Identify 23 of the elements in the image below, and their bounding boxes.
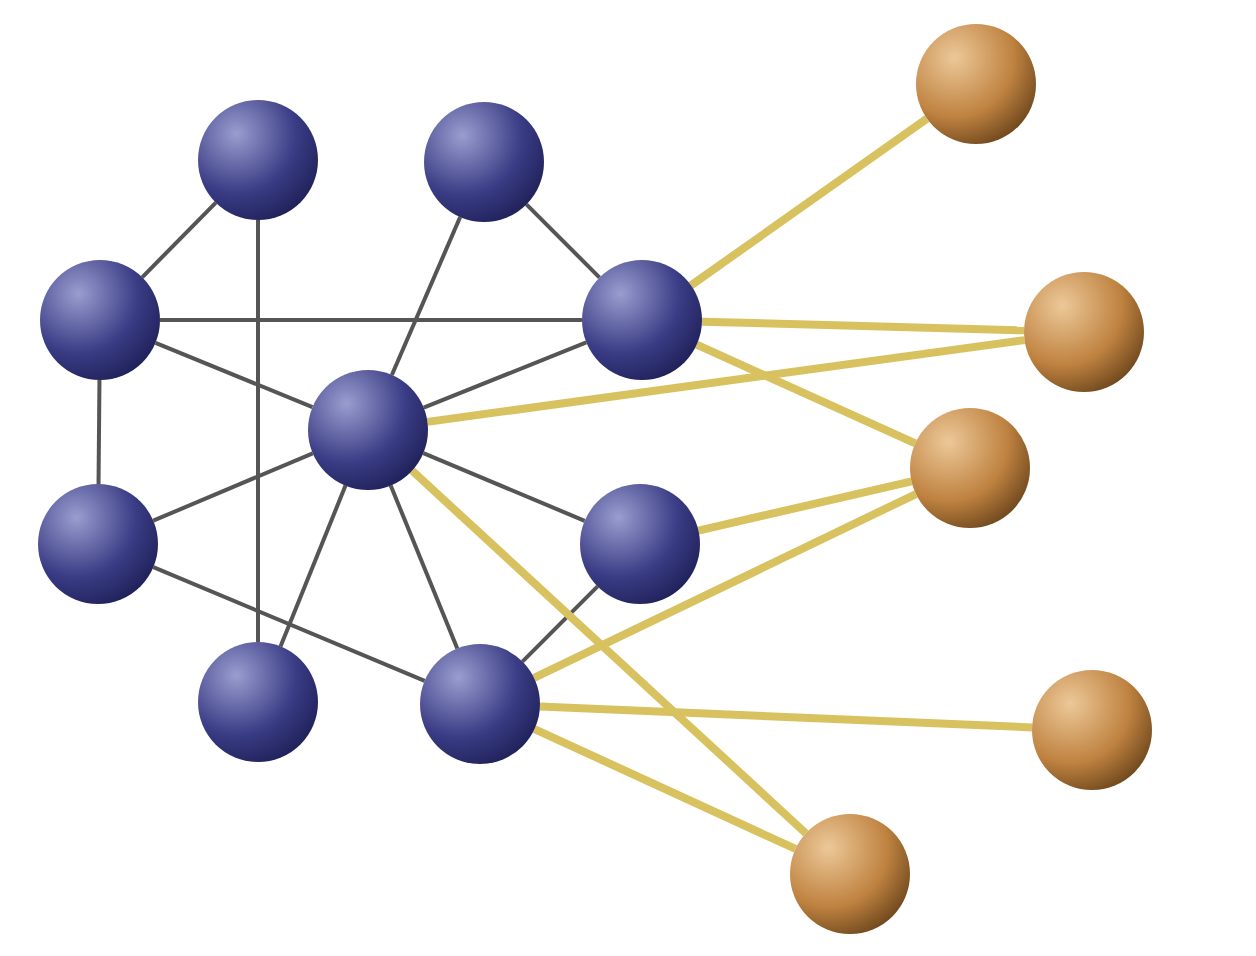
connector-line [532, 725, 798, 853]
connector-line [697, 477, 913, 535]
connector-line [532, 490, 918, 682]
connector-line [256, 220, 260, 642]
connector-line [701, 317, 1025, 335]
connector-line [539, 702, 1033, 732]
connector-line [388, 484, 460, 650]
connector-line [154, 340, 314, 410]
connector-line [152, 451, 314, 523]
connector-line [695, 341, 917, 447]
connector-line [688, 115, 930, 289]
connector-line [278, 484, 348, 648]
connector-line [152, 565, 426, 683]
connector-line [521, 585, 599, 663]
connector-line [422, 451, 586, 523]
connector-line [426, 336, 1026, 426]
connector-line [160, 318, 582, 322]
connector-line [525, 203, 601, 279]
connector-line [390, 216, 462, 376]
connector-line [96, 380, 102, 484]
connector-line [140, 201, 218, 279]
connector-line [422, 340, 588, 410]
connector-line [409, 467, 809, 837]
